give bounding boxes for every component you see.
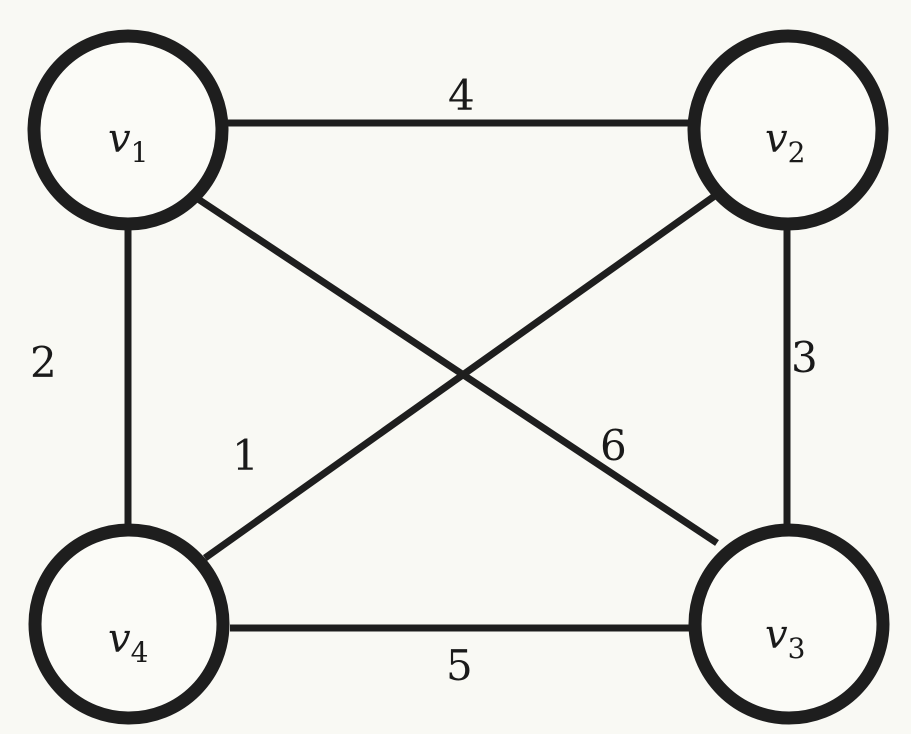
node-label-v2: v2: [765, 116, 805, 169]
weight-v1-v3: 6: [600, 421, 627, 470]
weight-v1-v4: 2: [30, 338, 57, 387]
node-label-v1: v1: [108, 116, 148, 169]
weight-v2-v3: 3: [791, 333, 818, 382]
edge-v2-v4: [202, 192, 719, 561]
node-v4: [28, 523, 230, 725]
weight-v4-v3: 5: [446, 641, 473, 690]
weight-v1-v2: 4: [448, 71, 475, 120]
node-v1: [27, 29, 229, 231]
edge-v1-v3: [193, 194, 719, 546]
node-v3: [688, 523, 890, 725]
node-v2: [687, 29, 889, 231]
weight-v2-v4: 1: [232, 431, 259, 480]
node-label-v4: v4: [108, 616, 148, 669]
node-label-v3: v3: [765, 612, 805, 665]
